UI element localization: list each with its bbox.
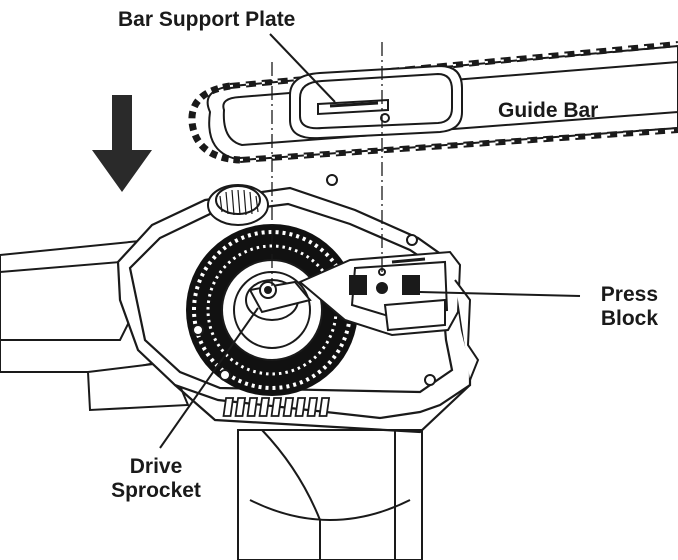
tension-knob bbox=[207, 184, 269, 226]
leader-lines bbox=[159, 33, 581, 449]
bar-support-plate-label: Bar Support Plate bbox=[118, 8, 296, 31]
drive-sprocket-label: Drive Sprocket bbox=[111, 455, 201, 502]
vent-slots bbox=[222, 397, 331, 417]
press-block-label: Press Block bbox=[600, 283, 658, 330]
alignment-lines bbox=[271, 42, 383, 286]
press-block bbox=[298, 250, 462, 337]
saw-chain bbox=[188, 41, 678, 164]
install-direction-arrow bbox=[92, 95, 152, 192]
motor-housing bbox=[237, 429, 423, 560]
drive-sprocket bbox=[245, 279, 312, 321]
guide-bar-label: Guide Bar bbox=[498, 99, 599, 122]
bar-support-plate bbox=[289, 64, 463, 140]
